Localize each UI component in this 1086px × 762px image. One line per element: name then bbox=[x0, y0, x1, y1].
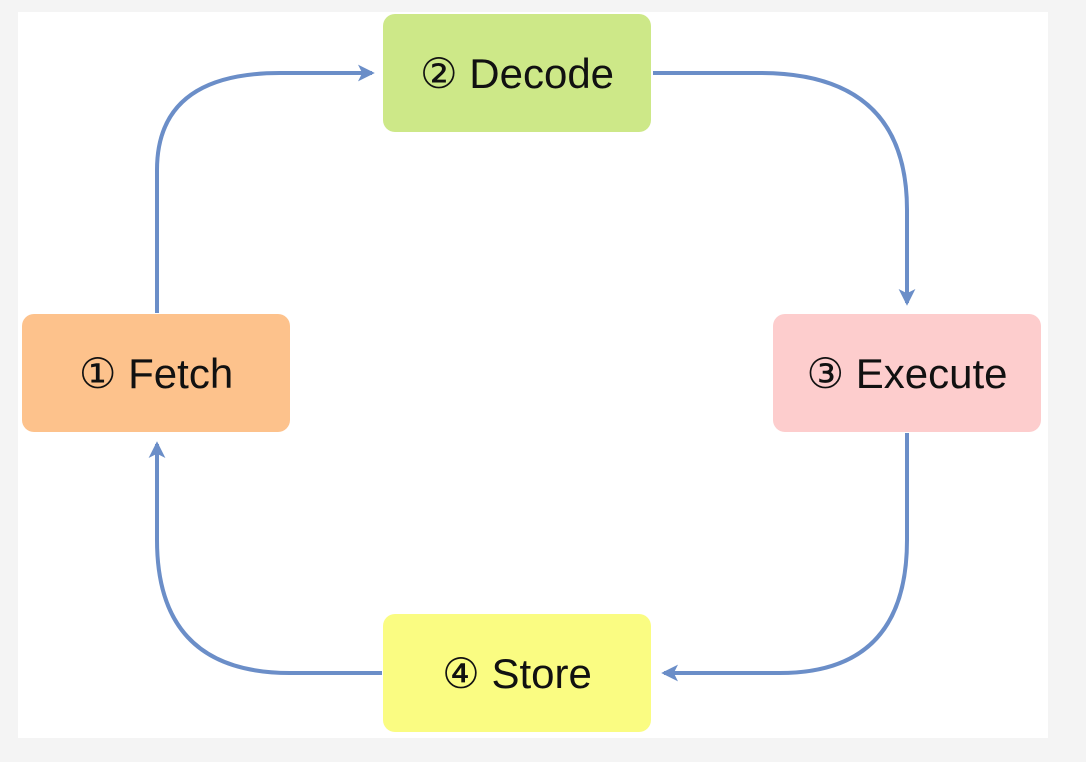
arrow-decode-to-execute bbox=[653, 71, 916, 306]
node-store: ④ Store bbox=[383, 614, 651, 732]
node-execute: ③ Execute bbox=[773, 314, 1041, 432]
node-fetch: ① Fetch bbox=[22, 314, 290, 432]
node-decode: ② Decode bbox=[383, 14, 651, 132]
arrow-fetch-to-decode bbox=[155, 64, 375, 313]
node-decode-label: ② Decode bbox=[419, 49, 615, 97]
arrow-store-to-fetch bbox=[148, 441, 382, 675]
node-fetch-label: ① Fetch bbox=[78, 349, 234, 397]
arrow-execute-to-store bbox=[661, 433, 909, 682]
node-store-label: ④ Store bbox=[442, 649, 592, 697]
node-execute-label: ③ Execute bbox=[806, 349, 1008, 397]
